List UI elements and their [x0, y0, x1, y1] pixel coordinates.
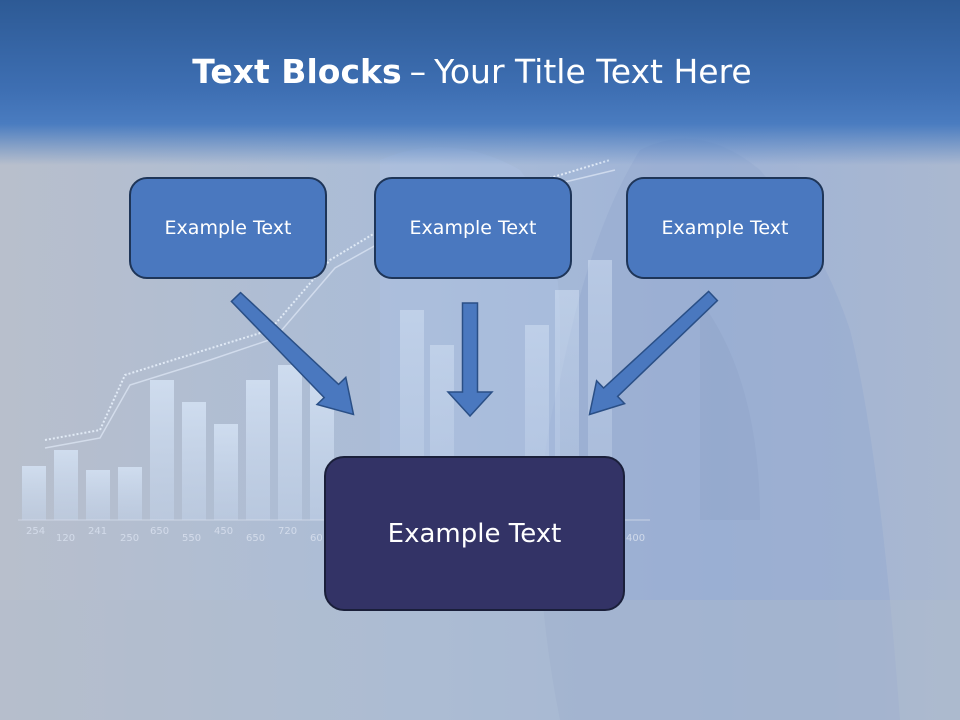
- svg-text:241: 241: [88, 526, 107, 537]
- text-block-1[interactable]: Example Text: [129, 177, 327, 279]
- text-block-1-label: Example Text: [164, 217, 292, 239]
- text-block-2[interactable]: Example Text: [374, 177, 572, 279]
- svg-text:60: 60: [310, 533, 323, 544]
- title-dash: –: [409, 52, 427, 91]
- svg-text:450: 450: [214, 526, 233, 537]
- svg-text:120: 120: [56, 533, 75, 544]
- slide-title: Text Blocks–Your Title Text Here: [0, 52, 944, 91]
- main-text-block[interactable]: Example Text: [324, 456, 625, 611]
- text-block-3[interactable]: Example Text: [626, 177, 824, 279]
- text-block-3-label: Example Text: [661, 217, 789, 239]
- header-band: [0, 0, 960, 165]
- svg-text:720: 720: [278, 526, 297, 537]
- background-axis-labels: 254 120 241 250 650 550 450 650 720 60 4…: [26, 526, 645, 544]
- svg-text:650: 650: [246, 533, 265, 544]
- svg-text:550: 550: [182, 533, 201, 544]
- svg-text:254: 254: [26, 526, 45, 537]
- text-block-2-label: Example Text: [409, 217, 537, 239]
- title-bold: Text Blocks: [192, 52, 402, 91]
- svg-text:400: 400: [626, 533, 645, 544]
- svg-text:250: 250: [120, 533, 139, 544]
- title-rest: Your Title Text Here: [434, 52, 752, 91]
- main-text-block-label: Example Text: [387, 518, 562, 549]
- svg-text:650: 650: [150, 526, 169, 537]
